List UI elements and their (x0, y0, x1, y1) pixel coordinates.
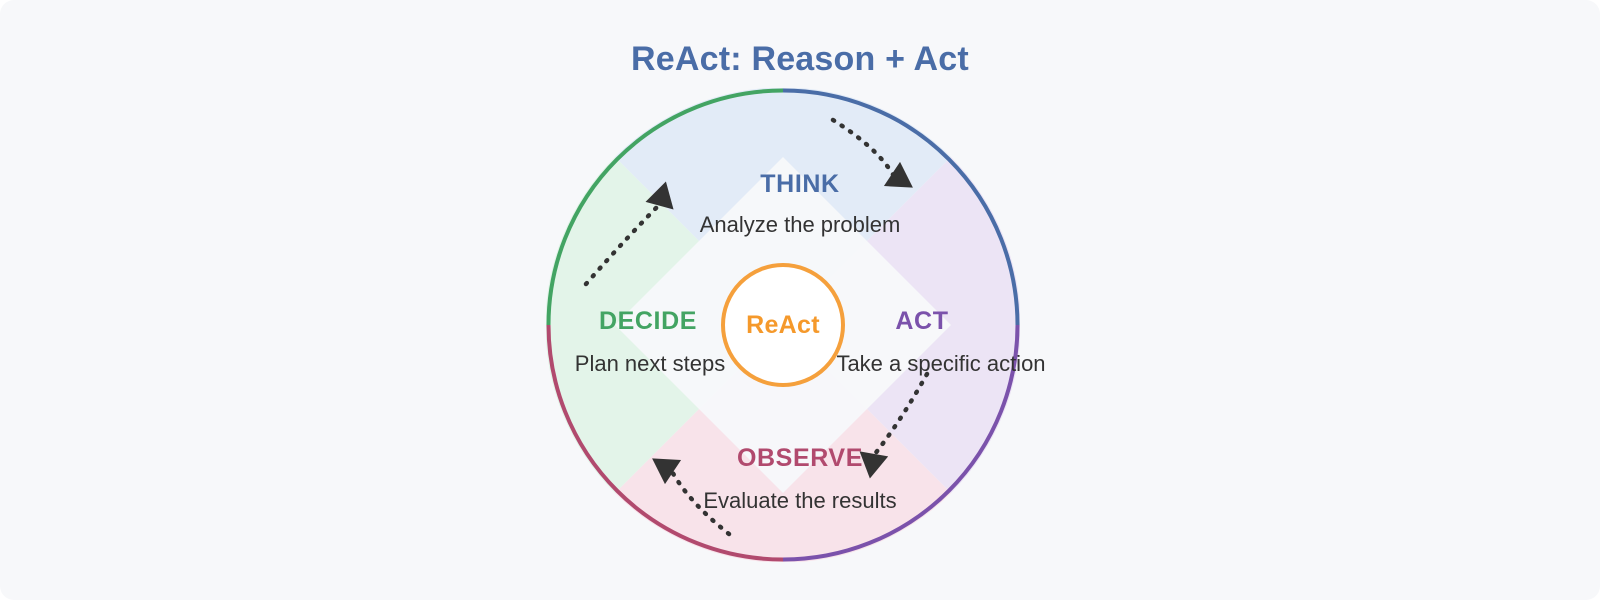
page-title: ReAct: Reason + Act (631, 40, 969, 78)
ring-arc-act (782, 324, 1020, 562)
phase-description-decide: Plan next steps (574, 351, 726, 376)
flow-arrows (583, 117, 930, 537)
phase-label-decide[interactable]: DECIDE (598, 307, 698, 335)
ring-arc-think (782, 88, 1020, 326)
ring-arc-observe (546, 324, 784, 562)
phase-label-observe[interactable]: OBSERVE (736, 444, 863, 472)
phase-description-act: Take a specific action (836, 351, 1046, 376)
phase-label-think[interactable]: THINK (760, 170, 840, 198)
phase-description-observe: Evaluate the results (703, 488, 897, 513)
phase-description-think: Analyze the problem (699, 212, 901, 237)
arrow-decide-to-think (583, 181, 674, 287)
arrow-think-to-act (830, 117, 913, 188)
arrow-act-to-observe (859, 371, 930, 479)
ring-arcs (546, 88, 1020, 562)
ring-arc-decide (546, 88, 784, 326)
center-hub[interactable]: ReAct (721, 263, 845, 387)
center-hub-label: ReAct (746, 310, 820, 339)
arrow-observe-to-decide (652, 458, 732, 537)
phase-label-act[interactable]: ACT (895, 307, 949, 335)
